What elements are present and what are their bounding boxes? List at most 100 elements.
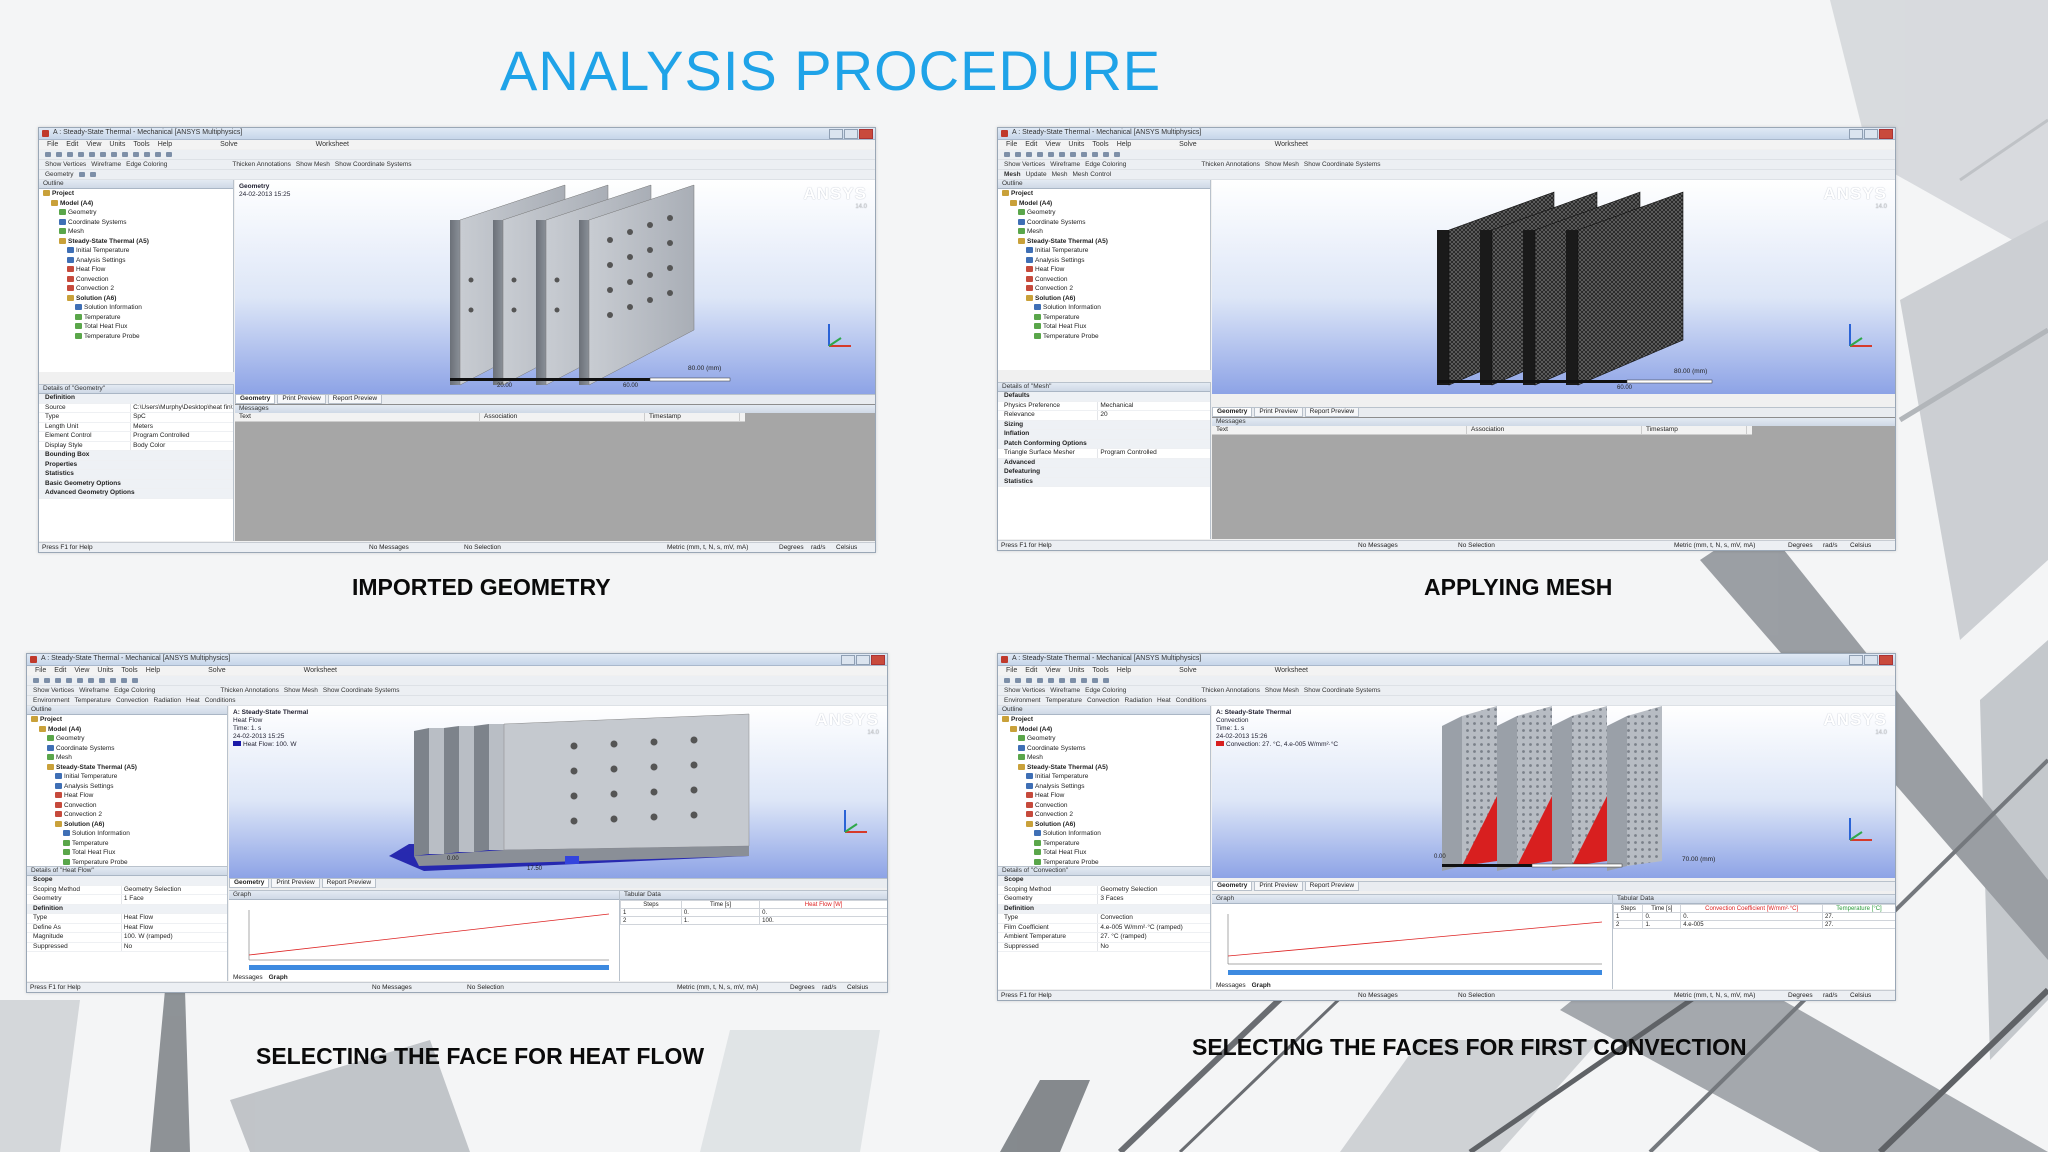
details-value[interactable]: Heat Flow (120, 923, 227, 932)
table-header[interactable]: Steps (620, 900, 682, 909)
details-value[interactable]: 3 Faces (1097, 895, 1210, 904)
body-select-icon[interactable] (1092, 152, 1098, 157)
maximize-button[interactable] (1864, 655, 1878, 665)
minimize-button[interactable] (829, 129, 843, 139)
menu-units[interactable]: Units (1068, 141, 1085, 148)
wireframe-button[interactable]: Wireframe (79, 687, 110, 694)
worksheet-button[interactable]: Worksheet (315, 141, 349, 148)
tree-node[interactable]: Temperature Probe (998, 858, 1210, 867)
heat-button[interactable]: Heat (186, 697, 200, 704)
details-row[interactable]: Statistics (39, 470, 233, 480)
maximize-button[interactable] (844, 129, 858, 139)
details-value[interactable]: Body Color (130, 441, 233, 450)
details-row[interactable]: Scope (998, 876, 1210, 886)
conditions-button[interactable]: Conditions (204, 697, 236, 704)
tree-node[interactable]: Analysis Settings (998, 256, 1210, 266)
col-timestamp[interactable]: Timestamp (1642, 426, 1747, 434)
tree-node[interactable]: Initial Temperature (998, 772, 1210, 782)
context-icon[interactable] (89, 172, 96, 177)
edge-coloring-button[interactable]: Edge Coloring (1085, 687, 1127, 694)
menu-file[interactable]: File (35, 667, 47, 674)
tree-node[interactable]: Temperature (27, 839, 227, 849)
view-top-icon[interactable] (166, 152, 172, 157)
col-text[interactable]: Text (235, 413, 480, 421)
details-value[interactable]: C:\Users\Murphy\Desktop\heat fin\fin... (130, 403, 233, 412)
menu-units[interactable]: Units (109, 141, 126, 148)
zoom-box-icon[interactable] (1048, 152, 1054, 157)
tree-node[interactable]: Steady-State Thermal (A5) (27, 763, 227, 773)
tree-node[interactable]: Model (A4) (998, 725, 1210, 735)
table-row[interactable]: 2 1. 4.e-005 27. (1613, 920, 1895, 929)
rotate-icon[interactable] (1015, 678, 1021, 683)
rotate-icon[interactable] (56, 152, 62, 157)
select-icon[interactable] (1004, 152, 1010, 157)
status-messages[interactable]: No Messages (369, 544, 409, 551)
zoom-box-icon[interactable] (89, 152, 95, 157)
tree-node[interactable]: Geometry (998, 734, 1210, 744)
wireframe-button[interactable]: Wireframe (1050, 687, 1081, 694)
body-select-icon[interactable] (133, 152, 139, 157)
menu-help[interactable]: Help (157, 141, 173, 148)
tab-geometry[interactable]: Geometry (1212, 882, 1253, 891)
menu-file[interactable]: File (1006, 141, 1018, 148)
details-row[interactable]: Patch Conforming Options (998, 439, 1210, 449)
tab-print-preview[interactable]: Print Preview (271, 879, 320, 888)
body-select-icon[interactable] (121, 678, 127, 683)
table-cell[interactable]: 0. (680, 908, 761, 917)
zoom-box-icon[interactable] (1048, 678, 1054, 683)
tab-geometry[interactable]: Geometry (1212, 408, 1253, 417)
radiation-button[interactable]: Radiation (1124, 697, 1152, 704)
tree-node[interactable]: Convection (998, 801, 1210, 811)
table-header[interactable]: Time [s] (680, 900, 761, 909)
select-icon[interactable] (45, 152, 51, 157)
face-select-icon[interactable] (111, 152, 117, 157)
menu-tools[interactable]: Tools (133, 141, 150, 148)
details-value[interactable]: 100. W (ramped) (120, 933, 227, 942)
solve-button[interactable]: Solve (220, 141, 238, 148)
table-cell[interactable]: 27. (1822, 912, 1895, 921)
details-row[interactable]: Scope (27, 876, 227, 886)
tree-node[interactable]: Steady-State Thermal (A5) (39, 237, 233, 247)
menu-view[interactable]: View (1045, 141, 1061, 148)
tree-node[interactable]: Heat Flow (39, 265, 233, 275)
fit-icon[interactable] (1059, 678, 1065, 683)
close-button[interactable] (1879, 129, 1893, 139)
details-value[interactable]: No (1097, 942, 1210, 951)
graph-tab-messages[interactable]: Messages (233, 974, 263, 981)
table-cell[interactable]: 2 (1613, 920, 1644, 929)
tree-node[interactable]: Steady-State Thermal (A5) (998, 763, 1210, 773)
show-coordinate-systems-button[interactable]: Show Coordinate Systems (334, 161, 412, 168)
radiation-button[interactable]: Radiation (153, 697, 181, 704)
details-row[interactable]: Defaults (998, 392, 1210, 402)
menu-view[interactable]: View (1045, 667, 1061, 674)
tab-report-preview[interactable]: Report Preview (321, 879, 377, 888)
status-units[interactable]: Metric (mm, t, N, s, mV, mA) (677, 984, 759, 991)
graph-tab-graph[interactable]: Graph (268, 974, 288, 981)
tree-node[interactable]: Convection 2 (998, 810, 1210, 820)
minimize-button[interactable] (1849, 655, 1863, 665)
tree-node[interactable]: Analysis Settings (998, 782, 1210, 792)
show-mesh-button[interactable]: Show Mesh (1264, 687, 1299, 694)
solve-button[interactable]: Solve (208, 667, 226, 674)
tree-node[interactable]: Model (A4) (27, 725, 227, 735)
tab-print-preview[interactable]: Print Preview (1254, 408, 1303, 417)
tree-node[interactable]: Total Heat Flux (39, 322, 233, 332)
view-iso-icon[interactable] (132, 678, 138, 683)
status-messages[interactable]: No Messages (372, 984, 412, 991)
close-button[interactable] (1879, 655, 1893, 665)
details-value[interactable]: 4.e-005 W/mm²·°C (ramped) (1097, 923, 1210, 932)
tree-node[interactable]: Heat Flow (998, 791, 1210, 801)
details-value[interactable]: 20 (1097, 411, 1210, 420)
view-iso-icon[interactable] (1103, 678, 1109, 683)
select-icon[interactable] (33, 678, 39, 683)
thicken-annotations-button[interactable]: Thicken Annotations (220, 687, 279, 694)
tab-report-preview[interactable]: Report Preview (327, 395, 383, 404)
pan-icon[interactable] (1026, 152, 1032, 157)
tab-report-preview[interactable]: Report Preview (1304, 408, 1360, 417)
details-row[interactable]: Definition (998, 904, 1210, 914)
